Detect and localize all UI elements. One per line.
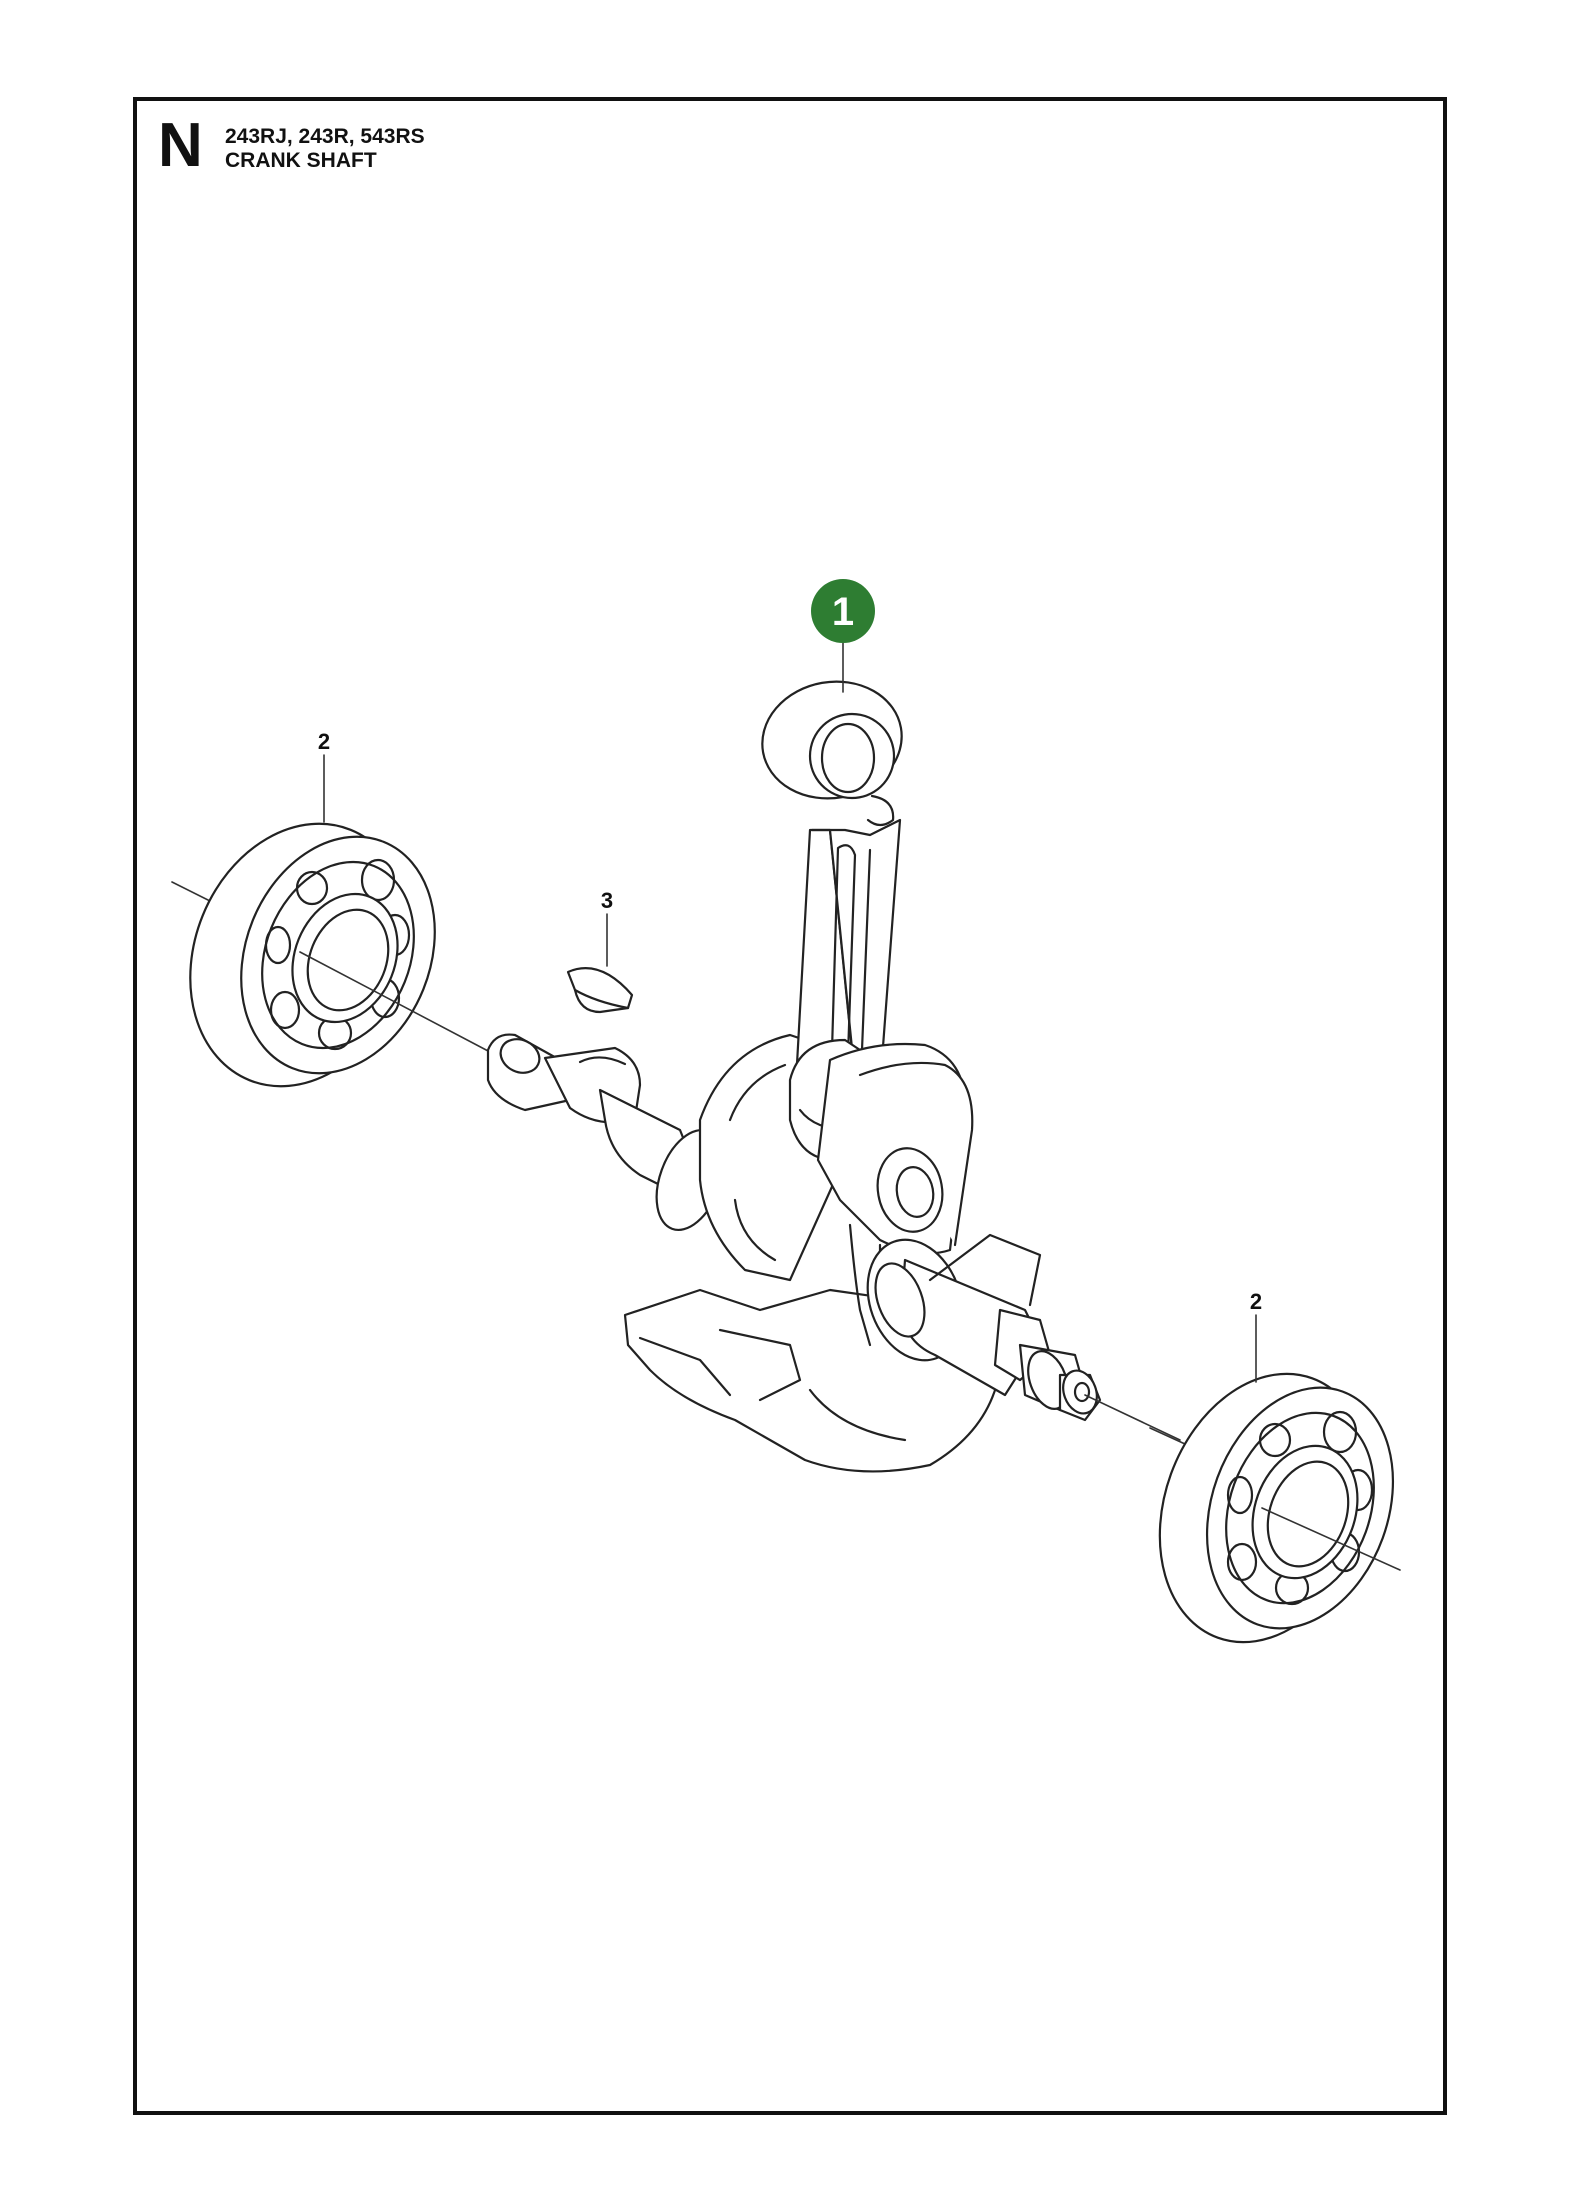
crankshaft-assembly[interactable] xyxy=(486,671,1181,1473)
section-letter: N xyxy=(158,111,203,180)
callout-2-right-label[interactable]: 2 xyxy=(1250,1289,1262,1314)
callout-badge-circle xyxy=(811,579,875,643)
left-bearing[interactable] xyxy=(152,790,491,1119)
callout-1-label: 1 xyxy=(832,590,854,634)
callout-2-left-label[interactable]: 2 xyxy=(318,729,330,754)
right-bearing[interactable] xyxy=(1124,1344,1425,1672)
header-block: 243RJ, 243R, 543RS CRANK SHAFT xyxy=(225,125,425,173)
diagram-title: CRANK SHAFT xyxy=(225,149,377,172)
model-list: 243RJ, 243R, 543RS xyxy=(225,125,425,148)
callout-3-label[interactable]: 3 xyxy=(601,888,613,913)
callout-1-badge[interactable]: 1 xyxy=(811,579,875,643)
woodruff-key[interactable] xyxy=(566,967,634,1014)
